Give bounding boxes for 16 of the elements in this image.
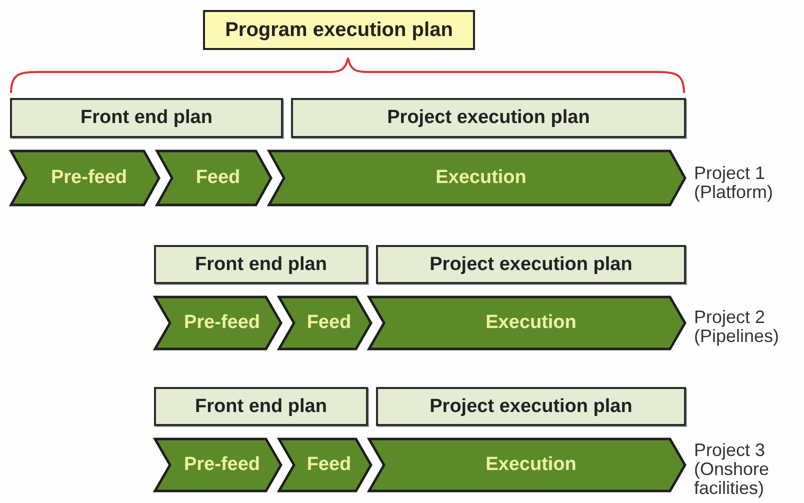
project-label: Project 2 (Pipelines) — [694, 308, 780, 346]
phase-banner: Feed — [278, 296, 372, 350]
title-box: Program execution plan — [203, 10, 475, 50]
phase-banner: Pre-feed — [154, 438, 282, 492]
phase-banner: Feed — [278, 438, 372, 492]
project-label: Project 1 (Platform) — [694, 164, 774, 202]
phase-banner: Feed — [156, 150, 272, 206]
plan-box: Project execution plan — [376, 245, 686, 284]
project-label: Project 3 (Onshore facilities) — [694, 441, 770, 498]
plan-box: Project execution plan — [291, 98, 686, 138]
plan-box: Front end plan — [10, 98, 283, 138]
plan-box: Front end plan — [154, 387, 368, 426]
plan-box: Front end plan — [154, 245, 368, 284]
plan-box: Project execution plan — [376, 387, 686, 426]
phase-banner: Pre-feed — [154, 296, 282, 350]
phase-banner: Pre-feed — [10, 150, 160, 206]
